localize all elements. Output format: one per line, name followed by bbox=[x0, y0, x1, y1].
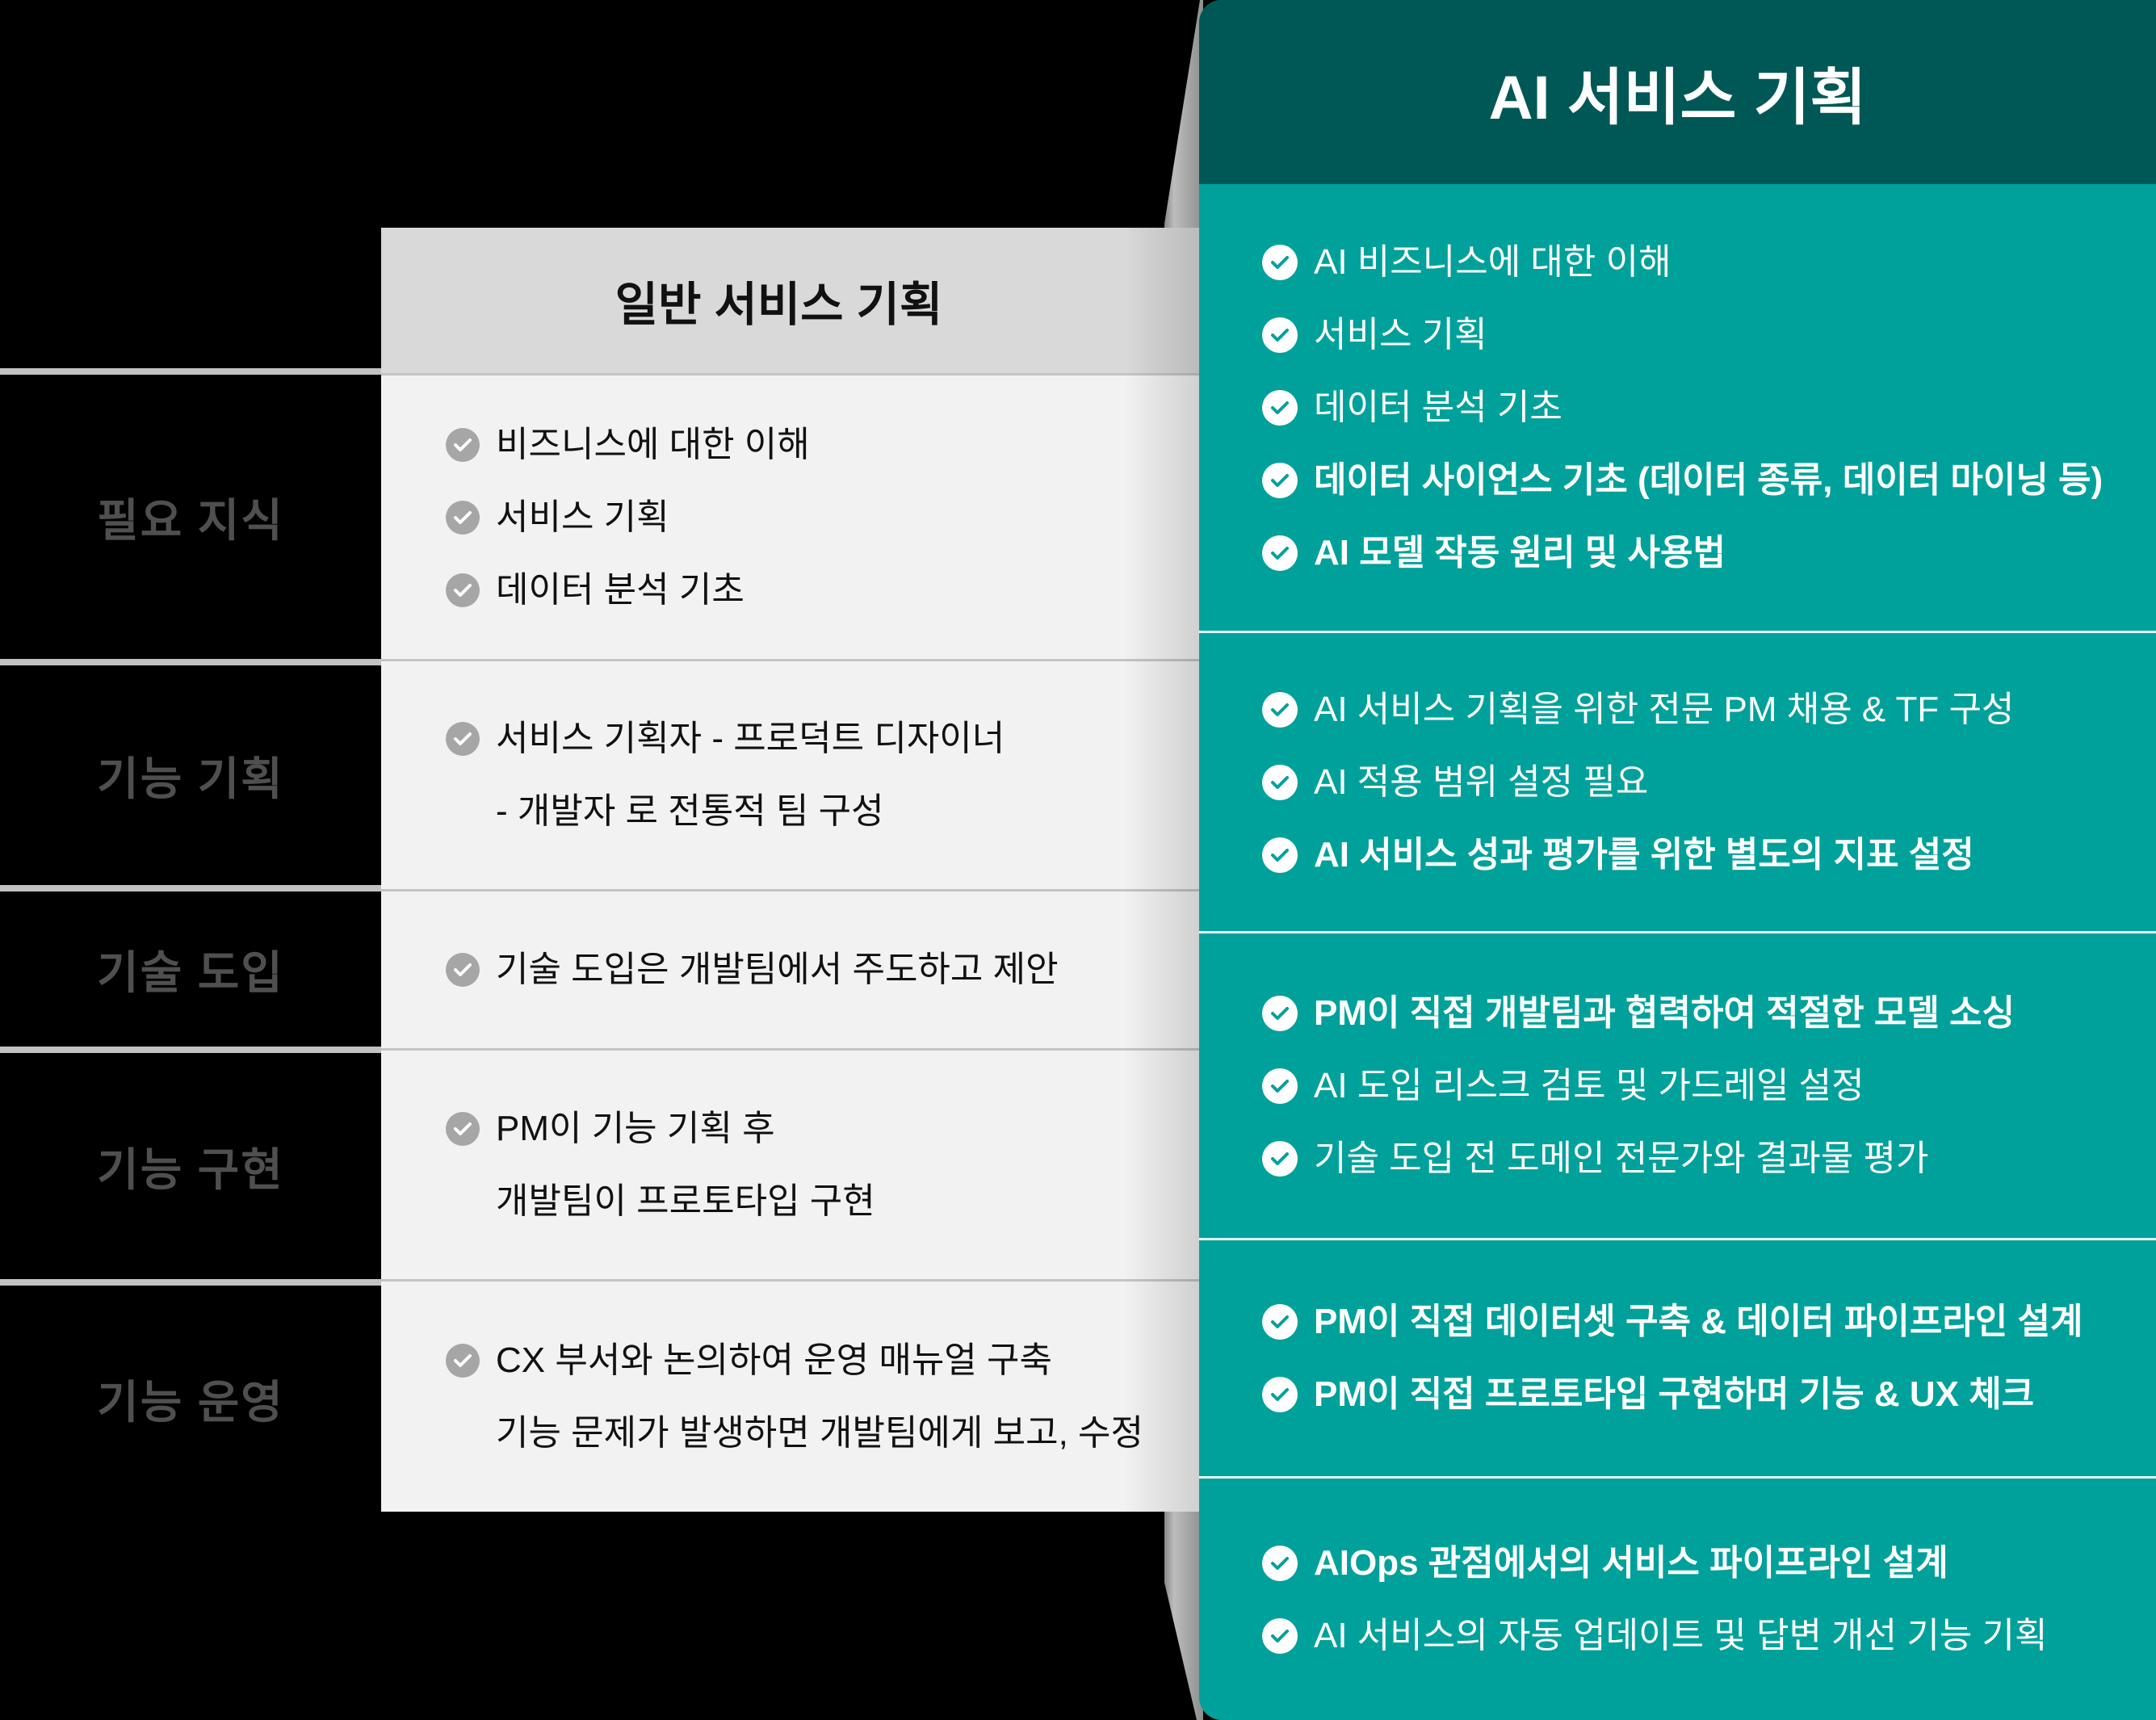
list-item-continuation: 기능 문제가 발생하면 개발팀에게 보고, 수정 bbox=[496, 1412, 1143, 1453]
check-circle-icon bbox=[1262, 691, 1298, 728]
check-circle-icon bbox=[446, 427, 480, 462]
list-item: 데이터 분석 기초 bbox=[381, 554, 1221, 627]
general-section-feature-planning: 서비스 기획자 - 프로덕트 디자이너 - 개발자 로 전통적 팀 구성 bbox=[381, 661, 1221, 889]
list-item: AI 서비스의 자동 업데이트 및 답변 개선 기능 기획 bbox=[1199, 1600, 2156, 1672]
general-section-tech-adoption: 기술 도입은 개발팀에서 주도하고 제안 bbox=[381, 891, 1221, 1048]
list-item: 비즈니스에 대한 이해 bbox=[381, 409, 1221, 481]
check-circle-icon bbox=[446, 1343, 480, 1378]
list-item: AI 도입 리스크 검토 및 가드레일 설정 bbox=[1199, 1050, 2156, 1122]
row-divider bbox=[0, 368, 381, 375]
check-circle-icon bbox=[1262, 1140, 1298, 1177]
list-item: PM이 직접 프로토타입 구현하며 기능 & UX 체크 bbox=[1199, 1358, 2156, 1431]
check-circle-icon bbox=[1262, 1068, 1298, 1104]
check-circle-icon bbox=[1262, 317, 1298, 353]
list-item: 데이터 사이언스 기초 (데이터 종류, 데이터 마이닝 등) bbox=[1199, 444, 2156, 517]
ai-planning-header: AI 서비스 기획 bbox=[1199, 0, 2156, 184]
section-divider bbox=[381, 659, 1221, 661]
check-circle-icon bbox=[1262, 837, 1298, 873]
check-circle-icon bbox=[1262, 1377, 1298, 1412]
general-planning-title: 일반 서비스 기획 bbox=[615, 279, 943, 331]
check-circle-icon bbox=[1262, 1617, 1298, 1654]
ai-planning-column: AI 서비스 기획 AI 비즈니스에 대한 이해 서비스 기획 데이터 분석 기… bbox=[1199, 0, 2156, 1720]
check-circle-icon bbox=[1262, 995, 1298, 1031]
list-item: 데이터 분석 기초 bbox=[1199, 371, 2156, 444]
list-item-continuation: - 개발자 로 전통적 팀 구성 bbox=[496, 791, 884, 831]
row-divider bbox=[0, 885, 381, 891]
list-item: 서비스 기획자 - 프로덕트 디자이너 bbox=[381, 703, 1221, 775]
ai-section-tech-adoption: PM이 직접 개발팀과 협력하여 적절한 모델 소싱 AI 도입 리스크 검토 … bbox=[1199, 933, 2156, 1238]
list-item-continuation: 개발팀이 프로토타입 구현 bbox=[496, 1181, 875, 1221]
list-item: 기술 도입 전 도메인 전문가와 결과물 평가 bbox=[1199, 1122, 2156, 1195]
list-item: CX 부서와 논의하여 운영 매뉴얼 구축 bbox=[381, 1324, 1221, 1397]
section-divider bbox=[1199, 631, 2156, 633]
row-divider bbox=[0, 659, 381, 665]
list-item: AI 비즈니스에 대한 이해 bbox=[1199, 226, 2156, 299]
list-item: 기술 도입은 개발팀에서 주도하고 제안 bbox=[381, 933, 1221, 1006]
row-label-feature-implementation: 기능 구현 bbox=[97, 1143, 284, 1195]
general-planning-column: 일반 서비스 기획 비즈니스에 대한 이해 서비스 기획 데이터 분석 기초 서… bbox=[381, 228, 1221, 1512]
list-item: AI 서비스 성과 평가를 위한 별도의 지표 설정 bbox=[1199, 819, 2156, 891]
ai-section-required-knowledge: AI 비즈니스에 대한 이해 서비스 기획 데이터 분석 기초 데이터 사이언스… bbox=[1199, 184, 2156, 631]
list-item: 서비스 기획 bbox=[1199, 299, 2156, 371]
check-circle-icon bbox=[1262, 462, 1298, 498]
section-divider bbox=[381, 1279, 1221, 1282]
check-circle-icon bbox=[1262, 1304, 1298, 1340]
section-divider bbox=[1199, 931, 2156, 933]
section-divider bbox=[381, 1048, 1221, 1051]
check-circle-icon bbox=[1262, 244, 1298, 280]
row-label-feature-planning: 기능 기획 bbox=[97, 753, 284, 804]
general-section-feature-operation: CX 부서와 논의하여 운영 매뉴얼 구축 기능 문제가 발생하면 개발팀에게 … bbox=[381, 1282, 1221, 1512]
ai-planning-title: AI 서비스 기획 bbox=[1488, 64, 1867, 132]
general-section-required-knowledge: 비즈니스에 대한 이해 서비스 기획 데이터 분석 기초 bbox=[381, 375, 1221, 659]
check-circle-icon bbox=[446, 953, 480, 987]
section-divider bbox=[1199, 1238, 2156, 1240]
list-item: PM이 기능 기획 후 bbox=[381, 1093, 1221, 1165]
row-label-tech-adoption: 기술 도입 bbox=[97, 946, 284, 998]
check-circle-icon bbox=[1262, 764, 1298, 800]
list-item: PM이 직접 데이터셋 구축 & 데이터 파이프라인 설계 bbox=[1199, 1286, 2156, 1358]
check-circle-icon bbox=[446, 500, 480, 535]
section-divider bbox=[381, 373, 1221, 375]
list-item: AI 적용 범위 설정 필요 bbox=[1199, 746, 2156, 819]
check-circle-icon bbox=[446, 722, 480, 756]
ai-section-feature-planning: AI 서비스 기획을 위한 전문 PM 채용 & TF 구성 AI 적용 범위 … bbox=[1199, 633, 2156, 931]
ai-section-feature-operation: AIOps 관점에서의 서비스 파이프라인 설계 AI 서비스의 자동 업데이트… bbox=[1199, 1479, 2156, 1720]
row-divider bbox=[0, 1047, 381, 1053]
check-circle-icon bbox=[1262, 389, 1298, 426]
check-circle-icon bbox=[446, 573, 480, 607]
row-divider bbox=[0, 1279, 381, 1286]
section-divider bbox=[1199, 1476, 2156, 1479]
general-section-feature-implementation: PM이 기능 기획 후 개발팀이 프로토타입 구현 bbox=[381, 1051, 1221, 1279]
row-label-feature-operation: 기능 운영 bbox=[97, 1376, 284, 1428]
list-item: AI 모델 작동 원리 및 사용법 bbox=[1199, 517, 2156, 589]
list-item: 서비스 기획 bbox=[381, 481, 1221, 554]
list-item: AI 서비스 기획을 위한 전문 PM 채용 & TF 구성 bbox=[1199, 673, 2156, 746]
row-label-required-knowledge: 필요 지식 bbox=[97, 494, 284, 546]
list-item: AIOps 관점에서의 서비스 파이프라인 설계 bbox=[1199, 1527, 2156, 1600]
section-divider bbox=[381, 889, 1221, 891]
ai-section-feature-implementation: PM이 직접 데이터셋 구축 & 데이터 파이프라인 설계 PM이 직접 프로토… bbox=[1199, 1240, 2156, 1476]
general-planning-header: 일반 서비스 기획 bbox=[381, 228, 1221, 373]
check-circle-icon bbox=[446, 1111, 480, 1146]
check-circle-icon bbox=[1262, 1545, 1298, 1581]
check-circle-icon bbox=[1262, 535, 1298, 571]
list-item: PM이 직접 개발팀과 협력하여 적절한 모델 소싱 bbox=[1199, 977, 2156, 1050]
